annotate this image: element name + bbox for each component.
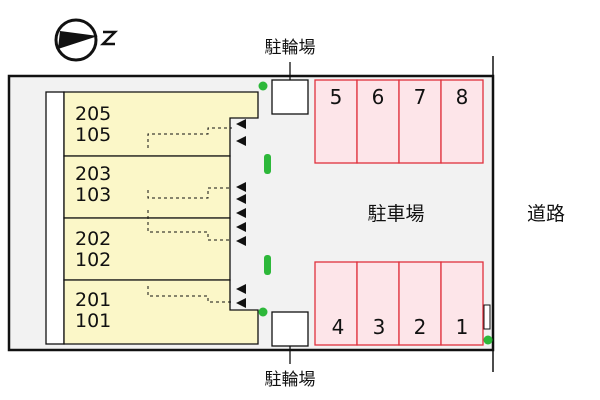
interior-paths [147,127,232,303]
parking-lot-label: 駐車場 [367,203,424,225]
parking-space [440,261,484,346]
parking-space-number: 4 [332,315,345,339]
unit-number-lower: 102 [75,249,111,271]
shrubs [258,81,493,345]
bicycle-parking-shed-bottom [271,311,309,347]
shrub-icon [483,335,493,345]
parking-space [440,79,484,164]
building-corridor [45,91,65,345]
road-label: 道路 [527,203,565,225]
hedge-icon [264,154,271,174]
unit-number-upper: 202 [75,228,111,250]
parking-space [314,79,358,164]
parking-space [314,261,358,346]
bicycle-parking-label-bottom: 駐輪場 [265,370,316,390]
bicycle-parking-shed-top [271,79,309,115]
building: 205 105 203 103 202 102 201 101 [45,91,259,345]
unit-number-lower: 103 [75,184,111,206]
parking-space-number: 2 [414,315,427,339]
sign-post [483,304,491,330]
parking-space [398,79,442,164]
hedge-icon [264,255,271,275]
unit-number-lower: 101 [75,310,111,332]
entrance-arrows [236,119,246,308]
unit-number-lower: 105 [75,124,111,146]
parking-space [398,261,442,346]
unit-number-upper: 201 [75,289,111,311]
parking-space-number: 7 [414,85,427,109]
north-arrow-icon [54,18,119,62]
parking-space-number: 6 [372,85,385,109]
bicycle-parking-label-top: 駐輪場 [265,38,316,58]
parking-space-number: 5 [330,85,343,109]
parking-space [356,79,400,164]
parking-space-number: 1 [456,315,469,339]
parking-row-bottom [314,261,484,346]
parking-space-number: 3 [373,315,386,339]
unit-block [63,279,259,345]
parking-space-number: 8 [456,85,469,109]
shrub-icon [258,81,268,91]
unit-number-upper: 205 [75,103,111,125]
shrub-icon [258,307,268,317]
unit-number-upper: 203 [75,163,111,185]
parking-row-top [314,79,484,164]
